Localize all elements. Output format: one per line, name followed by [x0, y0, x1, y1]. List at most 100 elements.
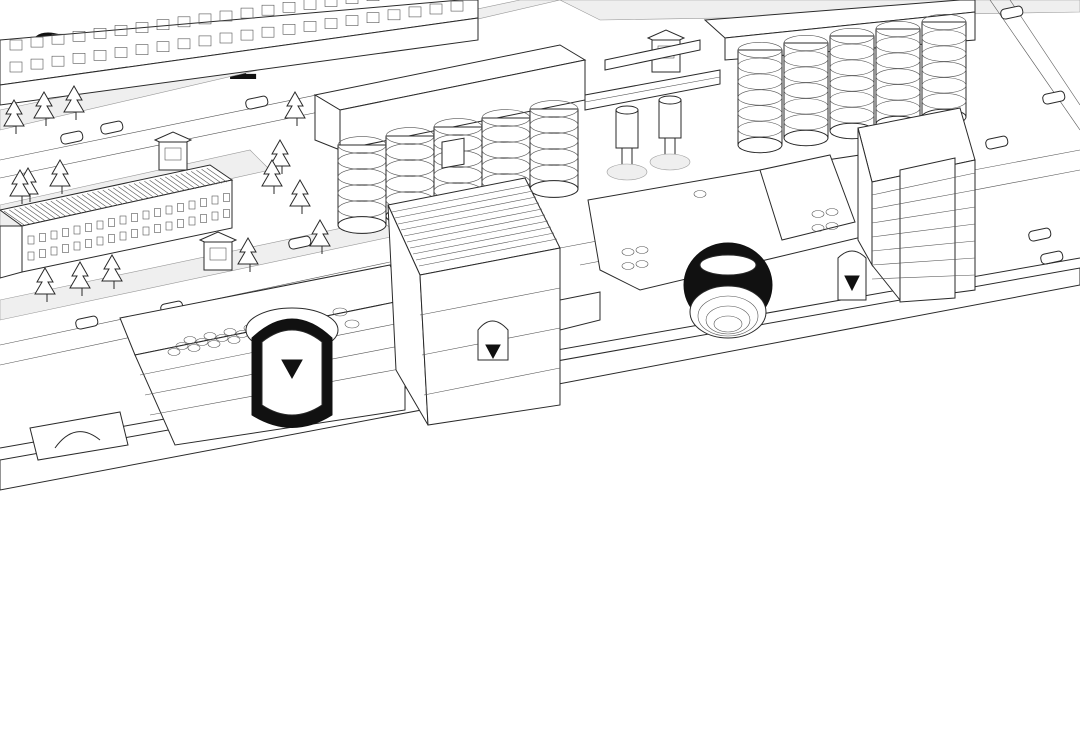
car: [245, 95, 269, 110]
window: [211, 211, 219, 221]
light-fixture: [621, 248, 635, 256]
window: [119, 231, 127, 241]
light-fixture: [693, 190, 707, 198]
window: [62, 244, 69, 253]
window: [96, 236, 104, 246]
window: [156, 41, 170, 53]
silo: [529, 108, 579, 190]
window: [211, 195, 219, 205]
window: [177, 38, 191, 50]
light-fixture: [175, 342, 189, 350]
window: [30, 36, 44, 48]
light-fixture: [621, 262, 635, 270]
window: [93, 28, 107, 39]
window: [219, 10, 233, 22]
section-cut-structure: [0, 107, 1080, 491]
car: [288, 235, 312, 250]
window: [154, 208, 161, 217]
window: [142, 210, 150, 220]
window: [387, 9, 401, 21]
window: [93, 50, 107, 61]
window: [324, 0, 338, 7]
light-fixture: [223, 328, 237, 336]
car: [60, 130, 84, 145]
window: [165, 205, 173, 215]
light-fixture: [187, 344, 201, 352]
window: [135, 44, 149, 55]
light-fixture: [825, 222, 839, 230]
window: [96, 220, 104, 230]
window: [429, 3, 443, 15]
car: [1042, 90, 1066, 105]
window: [114, 47, 128, 58]
window: [240, 7, 254, 19]
upper-left-building: [0, 0, 479, 106]
light-fixture: [635, 246, 649, 254]
window: [219, 32, 233, 44]
car: [1000, 5, 1024, 20]
light-fixture: [227, 336, 241, 344]
trees: [3, 84, 331, 302]
window: [131, 213, 138, 222]
silo: [783, 42, 829, 139]
window: [108, 234, 115, 243]
window: [72, 30, 86, 42]
window: [73, 241, 81, 251]
window: [85, 223, 92, 232]
silo: [875, 28, 921, 125]
window: [303, 21, 317, 32]
window: [198, 13, 212, 25]
tree: [309, 218, 331, 247]
car: [75, 315, 99, 330]
window: [50, 246, 58, 256]
window: [200, 198, 207, 207]
window: [223, 193, 230, 202]
light-fixture: [332, 307, 348, 317]
arch-structure: [29, 411, 129, 461]
window: [177, 16, 191, 28]
tree: [269, 138, 291, 167]
window: [177, 219, 184, 228]
window: [261, 26, 275, 38]
silo: [737, 49, 783, 146]
tree: [49, 158, 71, 187]
window: [188, 200, 196, 210]
window: [51, 55, 65, 67]
window: [450, 0, 464, 12]
window: [142, 226, 150, 236]
window: [156, 19, 170, 31]
row-building-left: [0, 164, 234, 279]
window: [39, 233, 46, 242]
light-fixture: [825, 208, 839, 216]
tree: [69, 260, 91, 289]
silo-building-right: [703, 0, 976, 154]
window: [39, 249, 46, 258]
window: [131, 229, 138, 238]
light-fixture: [811, 210, 825, 218]
window: [345, 0, 359, 4]
silo: [615, 109, 639, 149]
tree: [101, 253, 123, 282]
window: [408, 6, 422, 18]
window: [135, 22, 149, 33]
tree: [237, 236, 259, 265]
tree: [9, 168, 31, 197]
light-fixture: [203, 332, 217, 340]
window: [165, 221, 173, 231]
window: [200, 214, 207, 223]
window: [177, 203, 184, 212]
tree: [289, 178, 311, 207]
light-fixture: [195, 338, 209, 346]
window: [30, 58, 44, 70]
window: [154, 224, 161, 233]
window: [198, 35, 212, 47]
light-fixture: [635, 260, 649, 268]
tree: [33, 90, 55, 119]
window: [188, 216, 196, 226]
window: [303, 0, 317, 10]
window: [345, 15, 359, 26]
light-fixture: [811, 224, 825, 232]
silo: [658, 99, 682, 139]
window: [51, 33, 65, 45]
